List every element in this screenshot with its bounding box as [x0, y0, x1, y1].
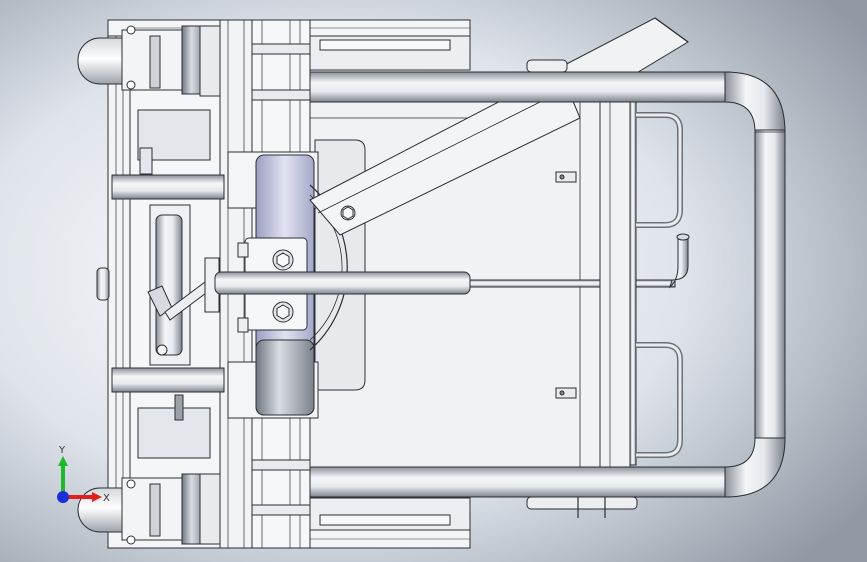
right-side-rail: [599, 94, 631, 471]
left-frame-rail: [107, 19, 131, 549]
crossbar-lower: [111, 367, 225, 393]
push-rod: [214, 271, 471, 295]
deck-bracket-top: [555, 171, 577, 183]
x-axis-label: X: [103, 493, 110, 504]
handle-tube-bottom: [309, 466, 731, 498]
coordinate-triad: X Y: [57, 445, 110, 504]
crossbar-upper: [111, 174, 225, 200]
y-axis-arrowhead: [58, 456, 68, 466]
x-axis-arrowhead: [92, 492, 102, 502]
trolley-model: [77, 17, 786, 549]
tube-bracket-top: [526, 59, 568, 73]
deck-bracket-bottom: [555, 387, 577, 399]
diagonal-handle-arm: [309, 69, 581, 236]
tube-bracket-bottom: [526, 496, 638, 510]
z-axis-origin: [57, 491, 69, 503]
handle-tube-top: [309, 71, 731, 103]
handle-tube-right: [754, 129, 786, 441]
handle-bend-bottom: [724, 437, 786, 498]
y-axis-label: Y: [58, 445, 66, 456]
